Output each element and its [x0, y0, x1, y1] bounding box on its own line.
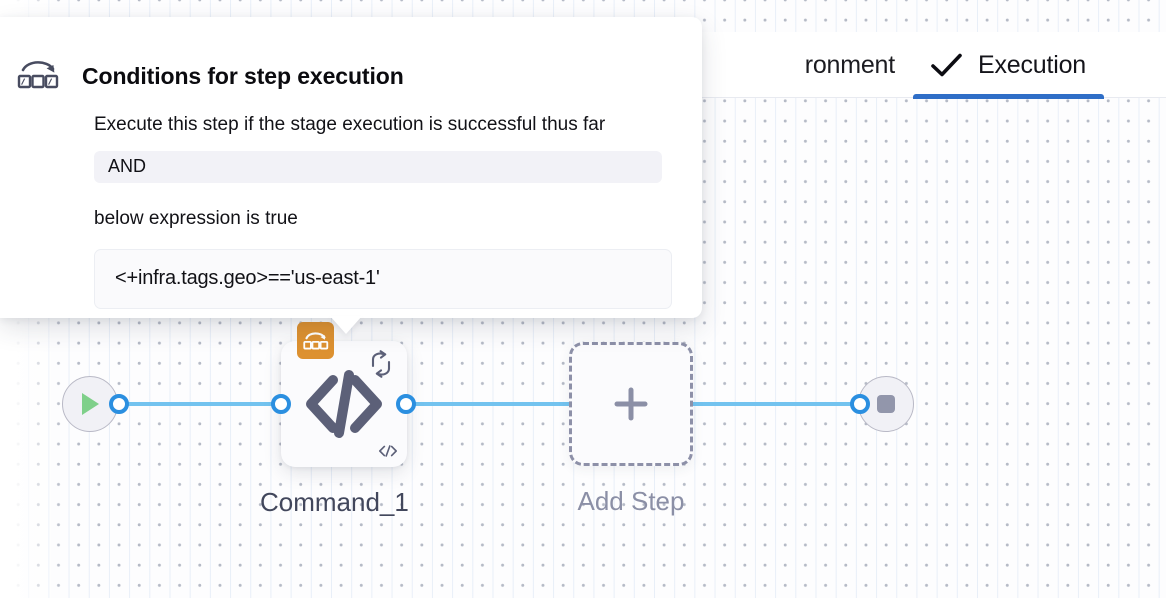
connector-command-to-add-step — [405, 402, 580, 406]
condition-operator-field[interactable]: AND — [94, 150, 662, 183]
command-node-label: Command_1 — [260, 487, 409, 518]
connector-start-to-command — [118, 402, 290, 406]
popover-header: Conditions for step execution — [16, 41, 672, 97]
end-node-input-port[interactable] — [850, 394, 870, 414]
popover-arrow — [330, 316, 362, 334]
conditional-execution-badge[interactable] — [297, 322, 334, 359]
command-node-output-port[interactable] — [396, 394, 416, 414]
conditional-execution-icon — [303, 331, 329, 349]
step-conditions-popover: Conditions for step execution Execute th… — [0, 17, 702, 318]
condition-description-line-2: below expression is true — [94, 207, 298, 229]
command-step-node[interactable] — [281, 322, 407, 467]
conditional-execution-icon — [16, 53, 60, 97]
add-step-label: Add Step — [577, 486, 685, 516]
popover-body: Execute this step if the stage execution… — [94, 113, 672, 309]
check-icon — [931, 53, 962, 76]
connector-add-step-to-end — [680, 402, 868, 406]
condition-description-line-1: Execute this step if the stage execution… — [94, 114, 606, 135]
code-icon — [281, 341, 407, 467]
plus-icon — [614, 387, 648, 421]
command-node-input-port[interactable] — [271, 394, 291, 414]
code-icon-small — [377, 441, 399, 461]
command-node-label-text: Command_1 — [260, 487, 409, 517]
play-icon — [82, 393, 99, 415]
popover-title: Conditions for step execution — [82, 63, 404, 89]
condition-expression-value: <+infra.tags.geo>=='us-east-1' — [115, 267, 380, 289]
tab-active-underline — [913, 94, 1104, 99]
loop-icon[interactable] — [363, 346, 399, 382]
condition-expression-field[interactable]: <+infra.tags.geo>=='us-east-1' — [94, 248, 672, 309]
add-step-node[interactable] — [569, 342, 693, 466]
stop-icon — [877, 395, 895, 413]
tab-environment[interactable]: ronment — [805, 32, 913, 98]
start-node-output-port[interactable] — [109, 394, 129, 414]
tab-execution[interactable]: Execution — [913, 32, 1104, 99]
condition-operator-value: AND — [108, 156, 147, 177]
tab-environment-label: ronment — [804, 50, 896, 79]
tab-execution-label: Execution — [978, 50, 1086, 79]
